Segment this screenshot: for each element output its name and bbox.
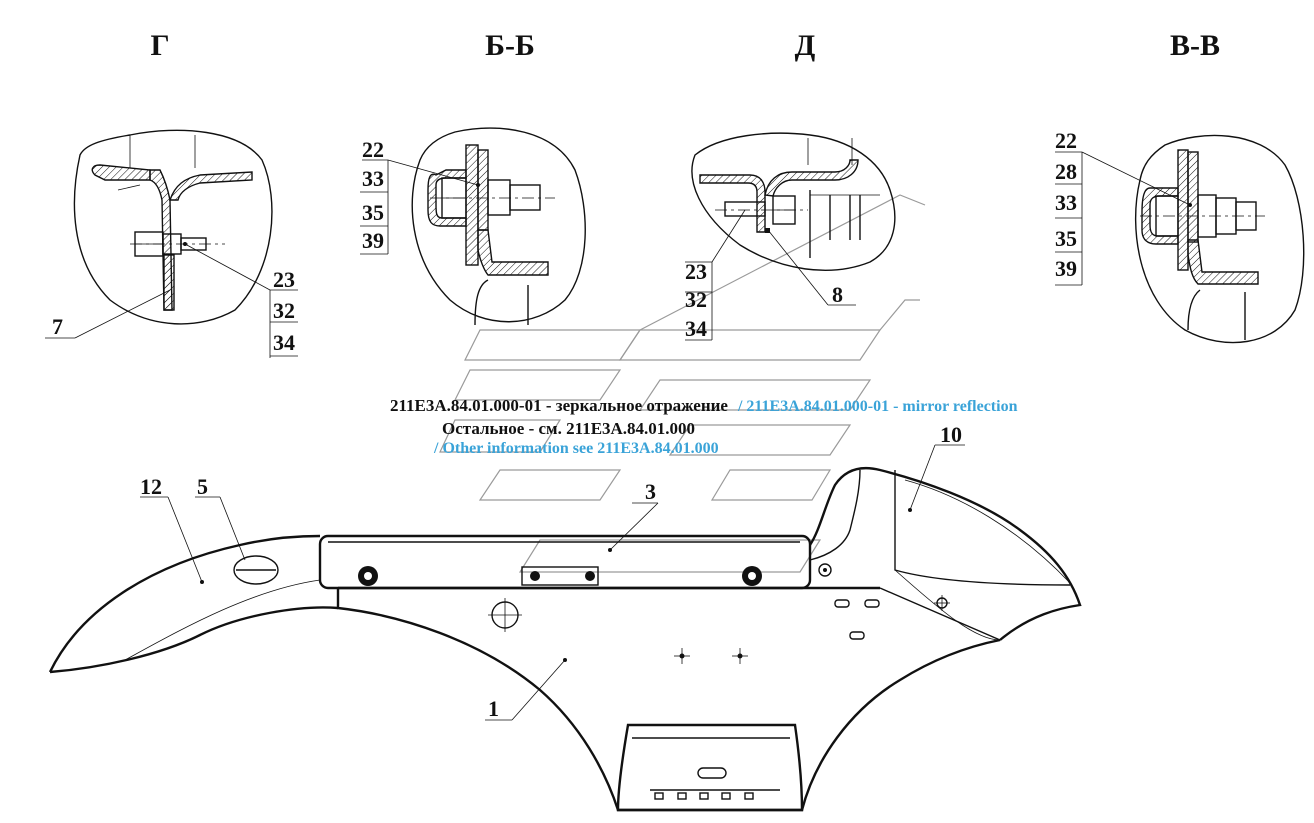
view-title-bb: Б-Б [485,29,535,62]
callout-bb-35: 35 [362,200,384,225]
callout-bb-33: 33 [362,166,384,191]
callout-d-8: 8 [832,282,843,307]
callout-bb-22: 22 [362,137,384,162]
detail-view-vv: 22 28 33 35 39 [1055,128,1305,344]
watermark-logo [439,194,926,573]
detail-view-bb: 22 33 35 39 [360,127,586,326]
note-line2-en: / Other information see 211E3A.84.01.000 [433,440,719,457]
detail-view-d: 23 32 34 8 [685,132,896,341]
main-fender-assembly: 12 5 3 10 1 [48,422,1082,812]
view-title-d: Д [795,29,816,62]
callout-vv-39: 39 [1055,256,1077,281]
detail-view-g: 23 32 34 7 [45,129,298,358]
callout-main-1: 1 [488,696,499,721]
callout-g-23: 23 [273,267,295,292]
callout-main-12: 12 [140,474,162,499]
callout-vv-35: 35 [1055,226,1077,251]
callout-d-32: 32 [685,287,707,312]
callout-vv-22: 22 [1055,128,1077,153]
callout-vv-33: 33 [1055,190,1077,215]
note-line-1: 211Е3А.84.01.000-01 - зеркальное отражен… [390,396,1018,415]
note-line1-ru: 211Е3А.84.01.000-01 - зеркальное отражен… [390,396,728,415]
callout-bb-39: 39 [362,228,384,253]
note-line2-ru: Остальное - см. 211Е3А.84.01.000 [442,419,695,438]
callout-d-34: 34 [685,316,707,341]
note-line1-en: / 211E3A.84.01.000-01 - mirror reflectio… [737,398,1018,415]
callout-main-3: 3 [645,479,656,504]
callout-d-23: 23 [685,259,707,284]
view-title-vv: В-В [1170,29,1220,62]
callout-vv-28: 28 [1055,159,1077,184]
view-title-g: Г [150,29,169,62]
callout-g-32: 32 [273,298,295,323]
callout-main-5: 5 [197,474,208,499]
callout-g-34: 34 [273,330,295,355]
callout-g-7: 7 [52,314,63,339]
callout-main-10: 10 [940,422,962,447]
